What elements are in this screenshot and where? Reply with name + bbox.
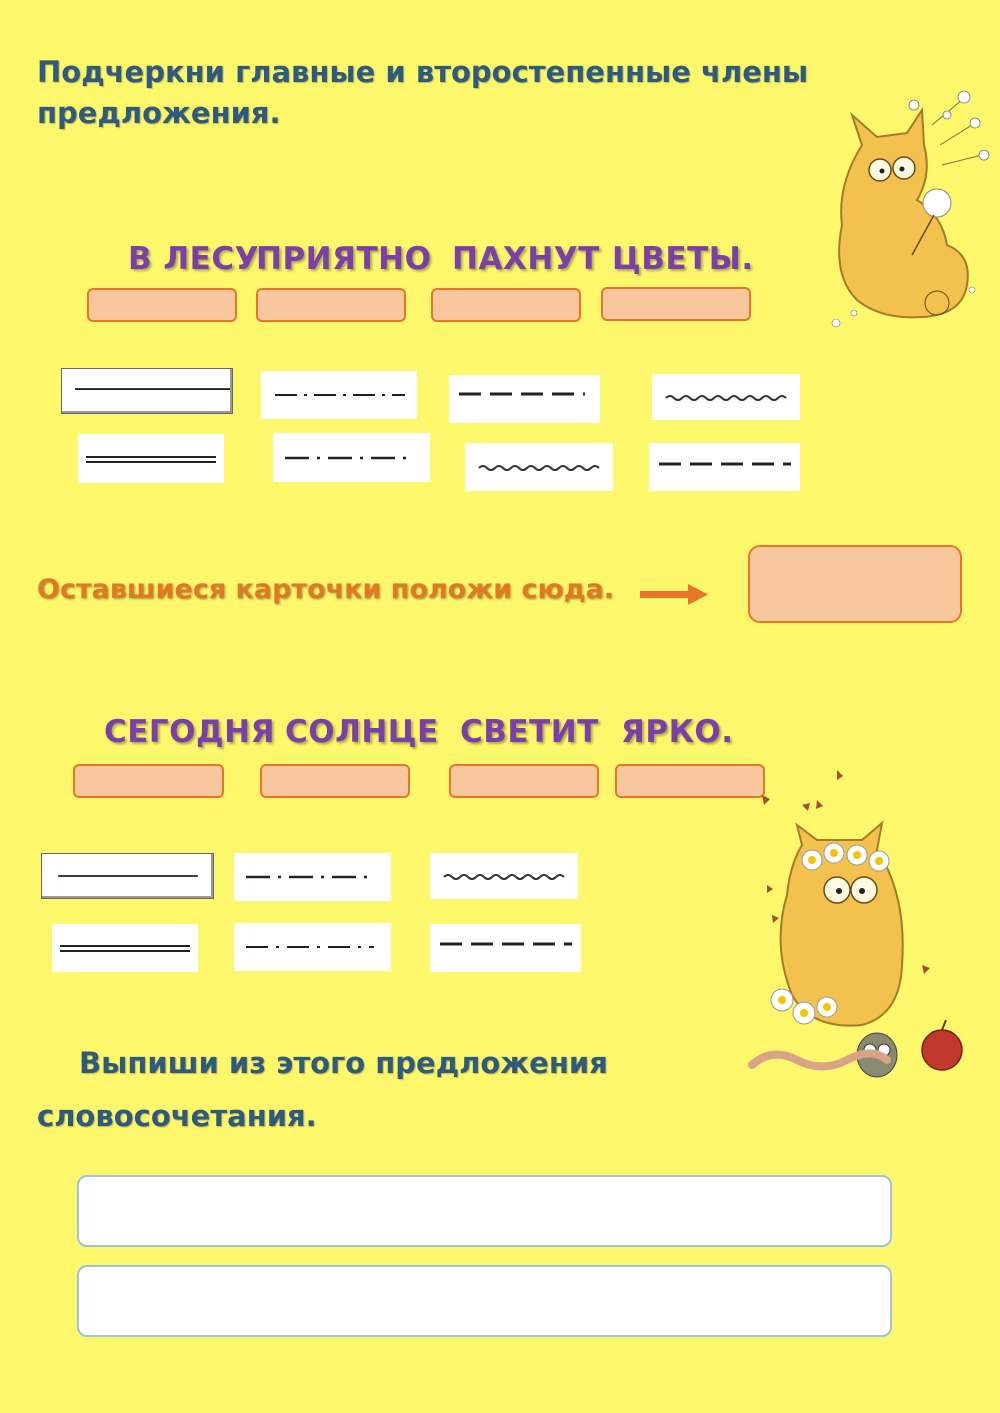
leftover-cards-area[interactable]	[748, 545, 962, 623]
card-subject-line[interactable]	[61, 368, 233, 414]
arrow-right-icon	[640, 582, 710, 606]
card-predicate-double[interactable]	[52, 924, 198, 972]
sentence2-word-3: СВЕТИТ	[460, 714, 599, 750]
task1-title: Подчеркни главные и второстепенные члены…	[37, 52, 808, 134]
sentence1-drop-slot-3[interactable]	[431, 288, 581, 322]
sentence1-word-4: ЦВЕТЫ.	[612, 241, 754, 277]
task2-title-line1: Выпиши из этого предложения	[79, 1046, 608, 1080]
sentence2-drop-slot-4[interactable]	[615, 764, 765, 798]
sentence2-word-1: СЕГОДНЯ	[104, 714, 275, 750]
sentence2-drop-slot-2[interactable]	[260, 764, 410, 798]
cat-with-flowers-illustration	[742, 765, 972, 1095]
card-object-dashed[interactable]	[430, 924, 581, 972]
task1-title-line1: Подчеркни главные и второстепенные члены	[37, 55, 809, 89]
card-adverbial-dash-dot[interactable]	[273, 433, 430, 482]
cat-with-dandelion-illustration	[822, 85, 992, 335]
answer-field-1[interactable]	[77, 1175, 892, 1247]
sentence1-word-1: В ЛЕСУ	[128, 241, 259, 277]
task2-title-line2: словосочетания.	[37, 1099, 317, 1133]
sentence1-drop-slot-2[interactable]	[256, 288, 406, 322]
sentence1-drop-slot-4[interactable]	[601, 287, 751, 321]
sentence1-drop-slot-1[interactable]	[87, 288, 237, 322]
card-adverbial-dash-dot[interactable]	[234, 923, 391, 971]
card-object-dashed[interactable]	[449, 375, 600, 423]
card-predicate-double[interactable]	[78, 434, 224, 483]
card-object-dashed[interactable]	[649, 443, 800, 491]
sentence2-word-2: СОЛНЦЕ	[285, 714, 439, 750]
sentence2-word-4: ЯРКО.	[621, 714, 734, 750]
card-attribute-wavy[interactable]	[465, 443, 613, 491]
card-predicate-wavy[interactable]	[652, 374, 800, 420]
card-subject-line[interactable]	[41, 853, 214, 899]
card-attribute-wavy[interactable]	[430, 853, 578, 899]
answer-field-2[interactable]	[77, 1265, 892, 1337]
sentence2-drop-slot-1[interactable]	[73, 764, 224, 798]
card-adverbial-dash-dot[interactable]	[234, 853, 391, 901]
sentence1-word-2: ПРИЯТНО	[256, 241, 432, 277]
task2-title: Выпиши из этого предложения словосочетан…	[37, 1043, 608, 1137]
sentence1-word-3: ПАХНУТ	[452, 241, 600, 277]
card-adverbial-dash-dot[interactable]	[261, 371, 417, 419]
sentence2-drop-slot-3[interactable]	[449, 764, 599, 798]
task1-title-line2: предложения.	[37, 96, 281, 130]
leftover-hint: Оставшиеся карточки положи сюда.	[37, 574, 615, 605]
